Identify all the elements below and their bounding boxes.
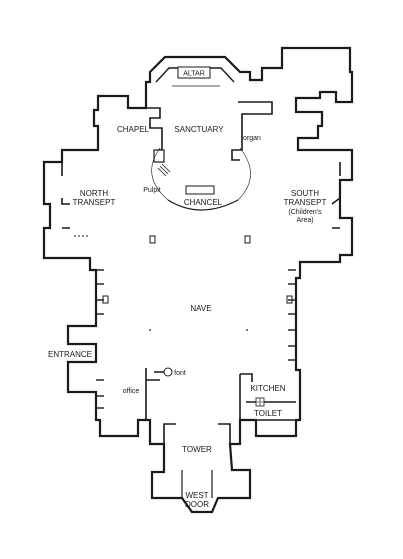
kitchen-grid-lines	[256, 398, 264, 406]
altar-label: ALTAR	[183, 71, 205, 78]
pier	[149, 235, 156, 244]
tower-label: TOWER	[182, 445, 212, 454]
chancel-arc	[151, 147, 251, 201]
west-door-label-line2: DOOR	[185, 500, 209, 509]
pier-dot	[149, 329, 151, 331]
pulpit-box	[153, 149, 165, 163]
chapel-label: CHAPEL	[117, 125, 150, 134]
pier	[244, 235, 251, 244]
north-transept-label-line1: NORTH	[80, 189, 109, 198]
font-basin	[163, 367, 173, 377]
north-aisle-windows	[96, 269, 104, 409]
kitchen-label: KITCHEN	[250, 384, 285, 393]
nave-label: NAVE	[190, 304, 211, 313]
chancel-curve	[167, 199, 239, 211]
pulpit-stair	[157, 163, 171, 177]
pier-dot	[246, 329, 248, 331]
toilet-label: TOILET	[254, 409, 282, 418]
west-door-opening	[181, 470, 213, 498]
altar-table	[177, 66, 211, 79]
south-transept-label-line3: (Children's	[288, 209, 322, 216]
outer-wall	[42, 46, 354, 514]
chancel-label: CHANCEL	[184, 198, 223, 207]
organ-wall	[231, 101, 273, 161]
south-transept-label-line4: Area)	[296, 217, 313, 224]
tower-inner-wall	[163, 423, 231, 444]
kitchen-wall	[239, 373, 296, 421]
north-transept-label-line2: TRANSEPT	[73, 198, 116, 207]
organ-label: organ	[243, 135, 261, 142]
south-transept-wall	[331, 162, 341, 229]
north-transept-wall	[61, 162, 70, 229]
west-door-label-line1: WEST	[185, 491, 208, 500]
pulpit-label: Pulpit	[143, 187, 161, 194]
office-label: office	[123, 388, 140, 395]
entrance-label: ENTRANCE	[48, 350, 92, 359]
sanctuary-label: SANCTUARY	[174, 125, 224, 134]
chapel-wall	[146, 107, 163, 151]
south-transept-label-line1: SOUTH	[291, 189, 319, 198]
south-aisle-windows	[288, 269, 296, 361]
office-wall	[145, 368, 164, 420]
font-label: font	[174, 370, 186, 377]
south-transept-label-line2: TRANSEPT	[284, 198, 327, 207]
chancel-table	[185, 185, 215, 195]
